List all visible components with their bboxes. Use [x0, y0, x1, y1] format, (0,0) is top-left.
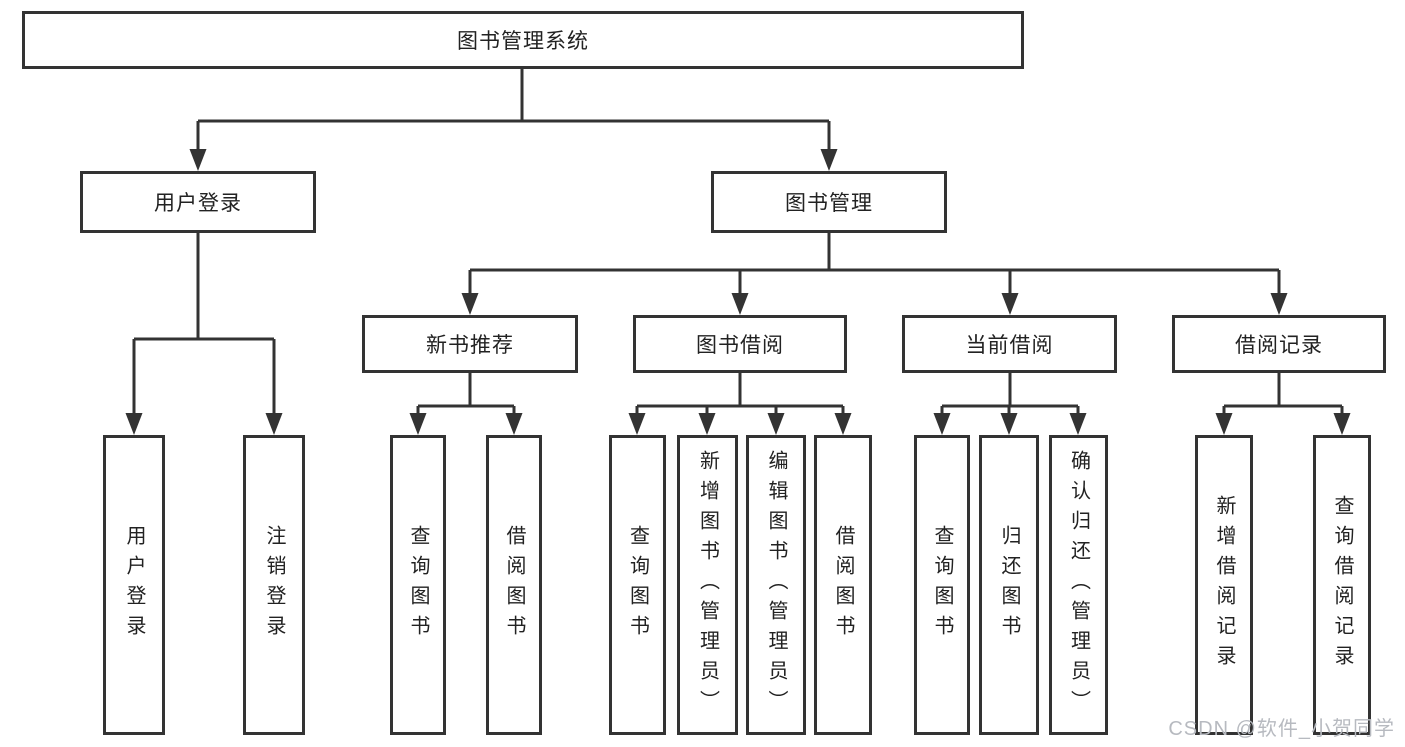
leaf-logout-label: 注销登录	[263, 525, 285, 645]
node-borrow-records: 借阅记录	[1172, 315, 1386, 373]
node-new-book-recommend-label: 新书推荐	[426, 334, 514, 357]
leaf-newbook-query-label: 查询图书	[407, 525, 429, 645]
leaf-newbook-borrow: 借阅图书	[486, 435, 542, 735]
leaf-borrow-query-label: 查询图书	[626, 525, 649, 645]
node-book-borrow-label: 图书借阅	[696, 334, 784, 357]
leaf-records-add-label: 新增借阅记录	[1213, 495, 1235, 675]
leaf-records-add: 新增借阅记录	[1195, 435, 1253, 735]
node-book-borrow: 图书借阅	[633, 315, 847, 373]
leaf-borrow-borrow-label: 借阅图书	[832, 525, 854, 645]
leaf-current-query-label: 查询图书	[931, 525, 953, 645]
leaf-borrow-add-admin-label: 新增图书（管理员）	[696, 450, 719, 720]
node-root-label: 图书管理系统	[457, 30, 589, 53]
node-new-book-recommend: 新书推荐	[362, 315, 578, 373]
node-current-borrow: 当前借阅	[902, 315, 1117, 373]
leaf-records-query: 查询借阅记录	[1313, 435, 1371, 735]
leaf-current-return-label: 归还图书	[998, 525, 1020, 645]
leaf-borrow-query: 查询图书	[609, 435, 666, 735]
node-current-borrow-label: 当前借阅	[965, 334, 1054, 357]
node-book-management: 图书管理	[711, 171, 947, 233]
leaf-user-login: 用户登录	[103, 435, 165, 735]
node-user-login: 用户登录	[80, 171, 316, 233]
node-user-login-label: 用户登录	[154, 192, 242, 215]
leaf-borrow-borrow: 借阅图书	[814, 435, 872, 735]
csdn-watermark: CSDN @软件_小贺同学	[1168, 718, 1395, 740]
leaf-borrow-add-admin: 新增图书（管理员）	[677, 435, 738, 735]
leaf-current-confirm-admin-label: 确认归还（管理员）	[1067, 450, 1090, 720]
node-book-management-label: 图书管理	[785, 192, 873, 215]
node-root-system: 图书管理系统	[22, 11, 1024, 69]
node-borrow-records-label: 借阅记录	[1235, 334, 1323, 357]
leaf-current-confirm-admin: 确认归还（管理员）	[1049, 435, 1108, 735]
leaf-user-login-label: 用户登录	[123, 525, 145, 645]
leaf-newbook-query: 查询图书	[390, 435, 446, 735]
leaf-current-return: 归还图书	[979, 435, 1039, 735]
leaf-logout: 注销登录	[243, 435, 305, 735]
leaf-records-query-label: 查询借阅记录	[1331, 495, 1353, 675]
leaf-borrow-edit-admin: 编辑图书（管理员）	[746, 435, 806, 735]
leaf-borrow-edit-admin-label: 编辑图书（管理员）	[765, 450, 787, 720]
leaf-newbook-borrow-label: 借阅图书	[503, 525, 525, 645]
leaf-current-query: 查询图书	[914, 435, 970, 735]
